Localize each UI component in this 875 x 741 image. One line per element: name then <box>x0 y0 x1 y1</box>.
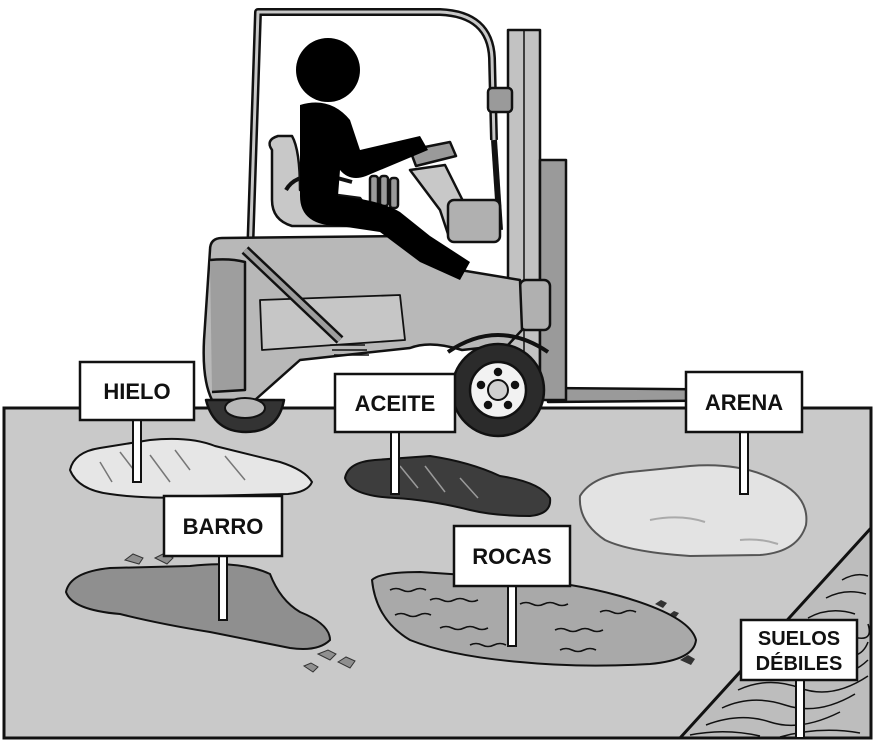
ice-patch <box>68 437 314 499</box>
sand-patch <box>578 464 808 558</box>
sign-hielo-label: HIELO <box>103 379 170 404</box>
sign-arena-label: ARENA <box>705 390 783 415</box>
sign-barro: BARRO <box>162 494 284 621</box>
sign-rocas-label: ROCAS <box>472 544 551 569</box>
operator-figure <box>296 38 470 280</box>
rear-wheel <box>204 397 286 434</box>
sign-rocas: ROCAS <box>452 524 572 647</box>
forklift <box>202 8 784 438</box>
sign-hielo: HIELO <box>78 360 196 483</box>
sign-barro-label: BARRO <box>183 514 264 539</box>
mud-patch <box>64 552 356 673</box>
sign-suelos-debiles: SUELOS DÉBILES <box>739 618 859 739</box>
sign-suelos-label-line1: SUELOS <box>758 628 840 650</box>
sign-suelos-label-line2: DÉBILES <box>756 652 843 675</box>
sign-arena: ARENA <box>684 370 804 495</box>
front-wheel <box>450 342 546 438</box>
sign-aceite: ACEITE <box>333 372 457 495</box>
sign-aceite-label: ACEITE <box>355 391 436 416</box>
